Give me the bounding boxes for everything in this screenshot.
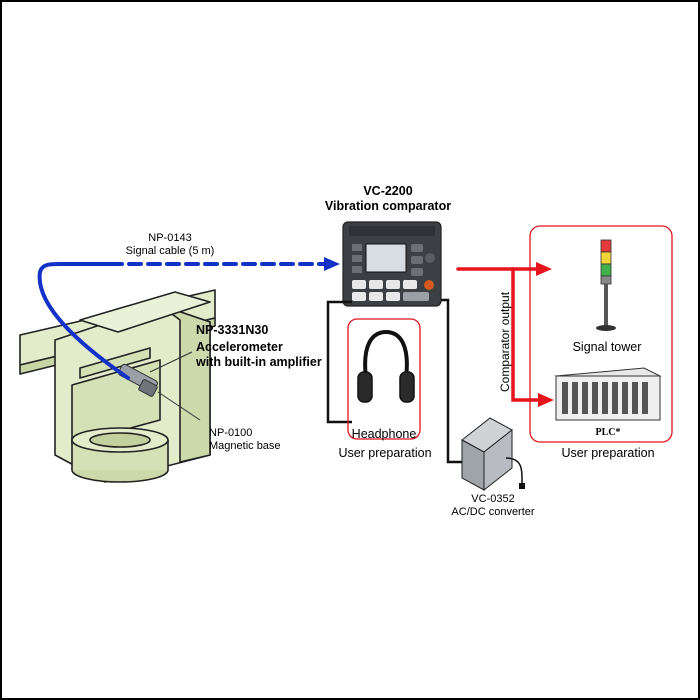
cable-description: Signal cable (5 m): [125, 245, 215, 257]
user-equipment-frame: [529, 225, 673, 443]
base-description: Magnetic base: [209, 440, 281, 452]
converter-model: VC-0352: [471, 493, 515, 505]
comparator-output-lines: [456, 267, 542, 402]
signal-cable: [37, 262, 327, 380]
plc-user-preparation: User preparation: [561, 446, 655, 460]
headphone-frame: [347, 318, 421, 440]
vc2200-device: [342, 221, 442, 307]
sensor-leader-line: [149, 351, 193, 373]
machine-illustration: [19, 289, 216, 483]
comparator-output-label: Comparator output: [498, 291, 512, 392]
signal-tower-icon: [596, 239, 616, 331]
plc-icon: [554, 367, 662, 421]
cable-arrowhead: [324, 257, 340, 271]
headphone-icon: [357, 329, 415, 403]
accelerometer-sensor: [118, 363, 158, 397]
cable-model: NP-0143: [148, 232, 192, 244]
comparator-name: Vibration comparator: [324, 199, 452, 213]
base-leader-line: [157, 391, 201, 421]
converter-description: AC/DC converter: [451, 506, 535, 518]
sensor-model: NP-3331N30: [196, 323, 269, 337]
plc-label: PLC*: [595, 427, 621, 438]
acdc-converter-icon: [461, 417, 525, 492]
comparator-model: VC-2200: [363, 184, 413, 198]
output-arrowhead-plc: [538, 393, 554, 407]
sensor-desc-line2: with built-in amplifier: [196, 355, 322, 369]
signal-tower-label: Signal tower: [572, 340, 642, 354]
headphone-cable: [326, 300, 352, 424]
sensor-desc-line1: Accelerometer: [196, 340, 283, 354]
headphone-label: Headphone: [351, 427, 417, 441]
headphone-user-preparation: User preparation: [338, 446, 432, 460]
base-model: NP-0100: [209, 427, 253, 439]
output-arrowhead-tower: [536, 262, 552, 276]
power-cable: [441, 298, 462, 464]
